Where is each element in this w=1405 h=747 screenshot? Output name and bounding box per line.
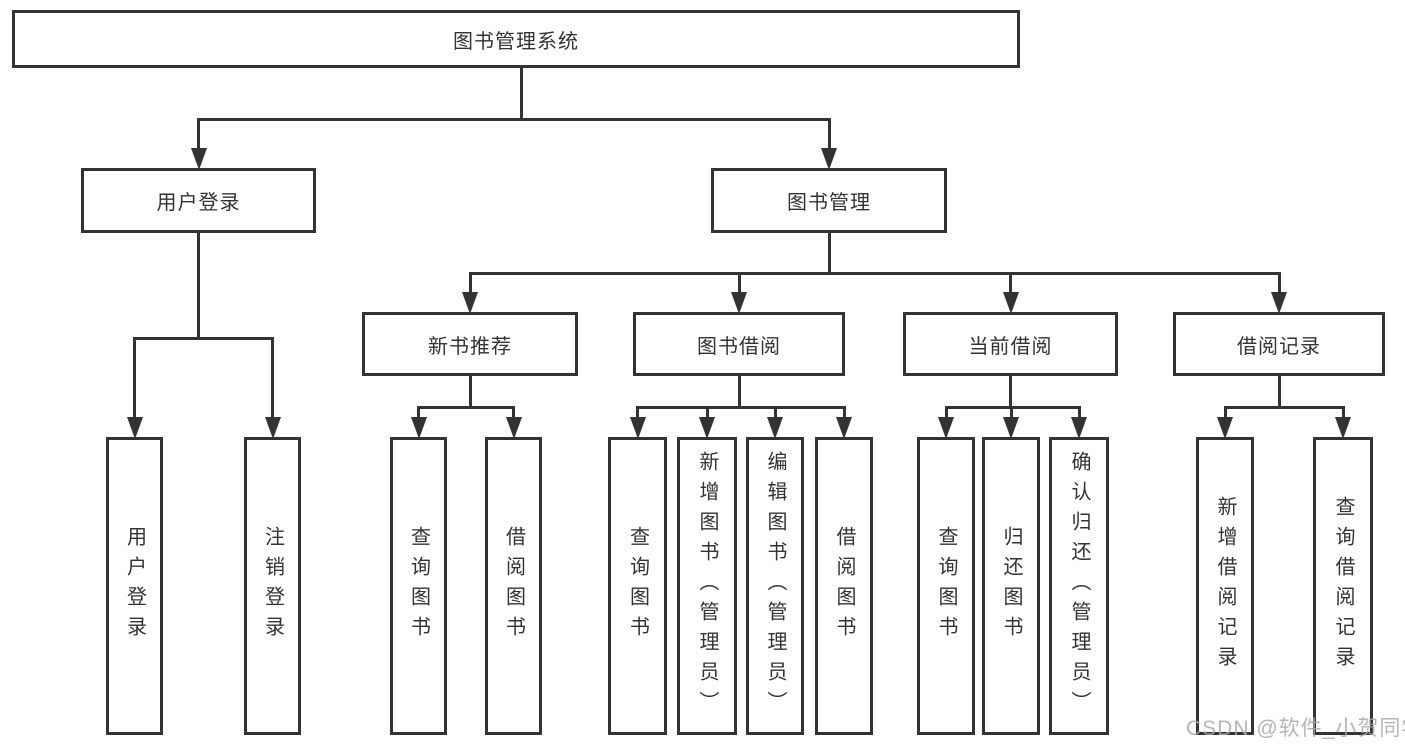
node-label-book-borrowing: 图书借阅 [697, 335, 781, 358]
diagram-node-add-books-admin: 新增图书（管理员） [677, 437, 737, 735]
diagram-node-add-borrow-record: 新增借阅记录 [1196, 437, 1254, 735]
connector-line [1277, 272, 1281, 306]
connector-arrowhead-icon [821, 148, 837, 170]
csdn-watermark: CSDN @软件_小贺同学 [1186, 717, 1405, 740]
node-label-book-management: 图书管理 [787, 192, 871, 214]
connector-arrowhead-icon [126, 417, 143, 439]
diagram-node-confirm-return-admin: 确认归还（管理员） [1049, 437, 1109, 735]
connector-arrowhead-icon [1071, 417, 1087, 439]
diagram-node-borrow-books-2: 借阅图书 [815, 437, 873, 735]
node-label-logout: 注销登录 [261, 526, 284, 646]
connector-arrowhead-icon [836, 417, 852, 439]
connector-arrowhead-icon [1002, 292, 1019, 314]
diagram-node-return-books: 归还图书 [982, 437, 1040, 735]
connector-line [737, 272, 741, 306]
connector-arrowhead-icon [699, 417, 715, 439]
diagram-node-current-borrowing: 当前借阅 [903, 312, 1118, 376]
connector-line [468, 272, 1281, 275]
connector-line [133, 337, 274, 340]
connector-line [417, 406, 515, 409]
diagram-node-query-books-2: 查询图书 [608, 437, 667, 735]
connector-line [271, 337, 274, 431]
diagram-node-login: 用户登录 [106, 437, 163, 735]
node-label-edit-books-admin: 编辑图书（管理员） [764, 451, 786, 721]
node-label-borrow-books-2: 借阅图书 [833, 526, 855, 646]
connector-line [197, 118, 200, 162]
node-label-current-borrowing: 当前借阅 [968, 335, 1053, 358]
connector-line [1277, 374, 1281, 409]
connector-line [197, 118, 831, 121]
diagram-node-query-books-3: 查询图书 [917, 437, 975, 735]
diagram-node-query-books-1: 查询图书 [390, 437, 447, 735]
connector-line [827, 231, 831, 275]
node-label-add-borrow-record: 新增借阅记录 [1214, 496, 1236, 676]
connector-line [636, 406, 846, 409]
node-label-new-book-recommend: 新书推荐 [428, 335, 512, 358]
node-label-user-login: 用户登录 [156, 192, 241, 214]
node-label-return-books: 归还图书 [1000, 526, 1022, 646]
connector-line [1223, 406, 1345, 409]
connector-arrowhead-icon [462, 292, 478, 314]
connector-line [944, 406, 1081, 409]
connector-arrowhead-icon [1217, 417, 1233, 439]
node-label-root: 图书管理系统 [453, 30, 579, 53]
connector-line [827, 118, 831, 162]
connector-line [737, 374, 741, 409]
connector-arrowhead-icon [1003, 417, 1019, 439]
connector-arrowhead-icon [767, 417, 783, 439]
node-label-add-books-admin: 新增图书（管理员） [696, 451, 718, 721]
diagram-node-book-borrowing: 图书借阅 [633, 312, 845, 376]
node-label-login: 用户登录 [123, 526, 146, 646]
node-label-borrowing-records: 借阅记录 [1237, 335, 1321, 358]
connector-line [197, 231, 200, 340]
connector-arrowhead-icon [505, 417, 522, 439]
node-label-confirm-return-admin: 确认归还（管理员） [1068, 451, 1090, 721]
connector-arrowhead-icon [731, 292, 747, 314]
connector-arrowhead-icon [264, 417, 281, 439]
connector-line [133, 337, 136, 431]
connector-line [519, 66, 523, 121]
connector-line [1009, 272, 1012, 306]
connector-line [468, 374, 472, 409]
connector-arrowhead-icon [410, 417, 427, 439]
diagram-node-query-borrow-record: 查询借阅记录 [1313, 437, 1373, 735]
connector-line [1009, 374, 1012, 409]
node-label-borrow-books-1: 借阅图书 [502, 526, 525, 646]
connector-arrowhead-icon [1335, 417, 1351, 439]
node-label-query-borrow-record: 查询借阅记录 [1332, 496, 1354, 676]
diagram-node-user-login: 用户登录 [81, 168, 316, 233]
diagram-node-new-book-recommend: 新书推荐 [362, 312, 578, 376]
diagram-node-book-management: 图书管理 [711, 168, 947, 233]
diagram-node-edit-books-admin: 编辑图书（管理员） [746, 437, 804, 735]
connector-arrowhead-icon [938, 417, 954, 439]
diagram-node-root: 图书管理系统 [12, 10, 1020, 68]
connector-arrowhead-icon [629, 417, 646, 439]
diagram-node-borrow-books-1: 借阅图书 [485, 437, 542, 735]
node-label-query-books-1: 查询图书 [407, 526, 430, 646]
node-label-query-books-3: 查询图书 [935, 526, 957, 646]
connector-arrowhead-icon [190, 148, 207, 170]
diagram-node-logout: 注销登录 [244, 437, 301, 735]
node-label-query-books-2: 查询图书 [626, 526, 649, 646]
diagram-node-borrowing-records: 借阅记录 [1173, 312, 1385, 376]
connector-line [468, 272, 472, 306]
connector-arrowhead-icon [1271, 292, 1287, 314]
